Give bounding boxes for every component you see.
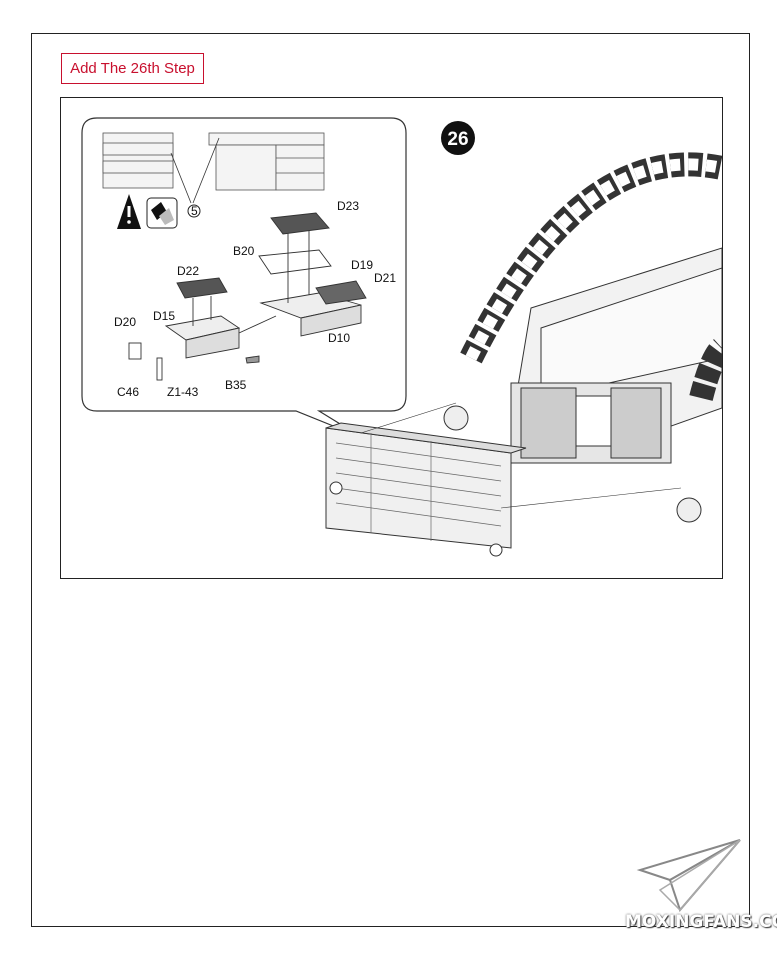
part-label-d23: D23 [337, 199, 359, 213]
detail-inset: 5 [81, 117, 407, 439]
warning-icon [117, 194, 141, 229]
diagram-drawing: 5 [81, 117, 722, 557]
part-label-d21: D21 [374, 271, 396, 285]
part-label-b20: B20 [233, 244, 255, 258]
part-label-c46: C46 [117, 385, 139, 399]
watermark-text: MOXINGFANS.COM [625, 912, 777, 932]
part-label-d19: D19 [351, 258, 373, 272]
add-step-button[interactable]: Add The 26th Step [61, 53, 204, 84]
assembly-diagram: 5 [60, 97, 723, 579]
part-label-d20: D20 [114, 315, 136, 329]
step-number-badge [441, 121, 475, 155]
watermark-logo [620, 835, 745, 920]
paint-icon [146, 197, 178, 229]
part-label-d22: D22 [177, 264, 199, 278]
step-number: 26 [447, 129, 468, 150]
part-label-d15: D15 [153, 309, 175, 323]
part-labels: D23 B20 D19 D21 D22 D15 D20 D10 C46 Z1-4… [114, 199, 396, 399]
tank-hull-drawing [325, 152, 722, 557]
callout-number: 5 [191, 204, 198, 218]
part-label-z1-43: Z1-43 [167, 385, 199, 399]
part-label-b35: B35 [225, 378, 247, 392]
part-label-d10: D10 [328, 331, 350, 345]
manual-page [31, 33, 750, 927]
